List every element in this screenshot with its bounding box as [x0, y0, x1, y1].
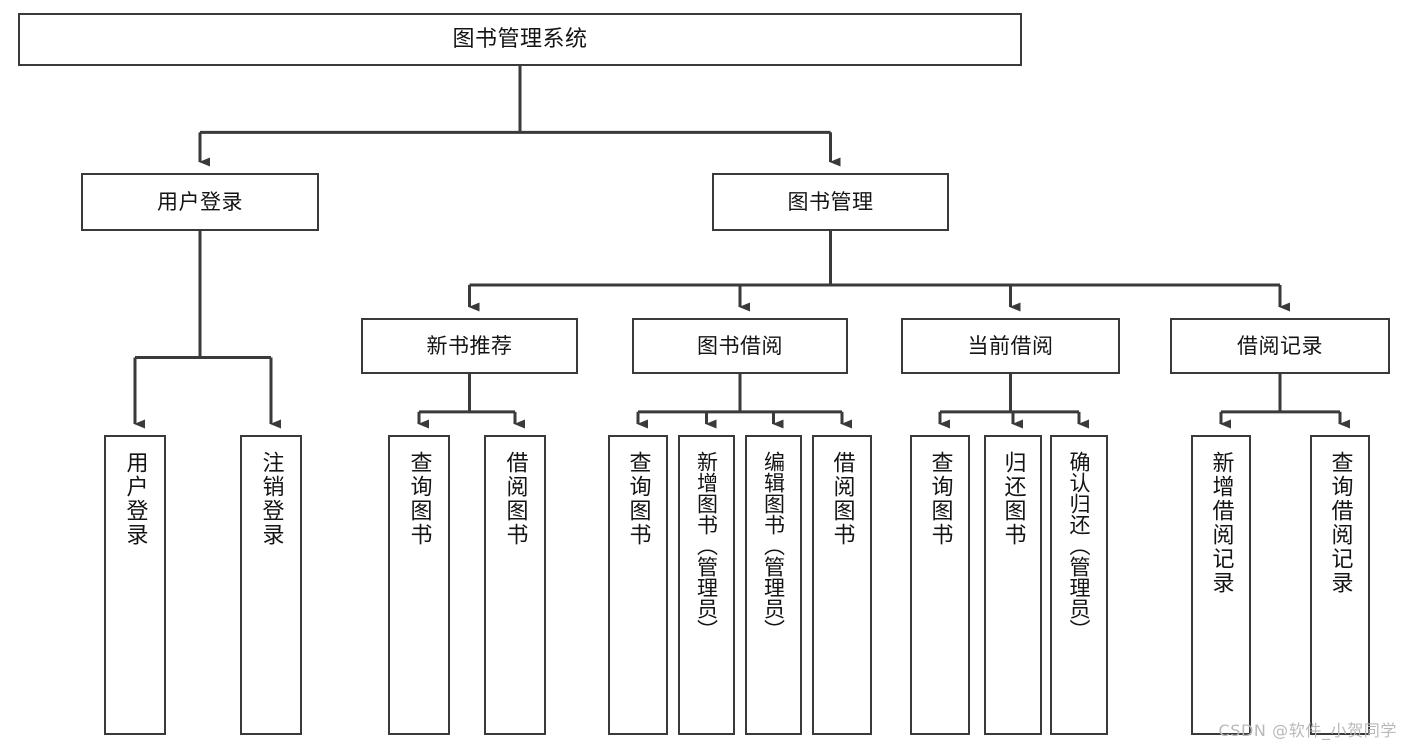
node-leaf-borrow-book-2[interactable]: 借阅图书	[812, 435, 872, 735]
node-leaf-user-logout-label: 注销登录	[258, 451, 284, 547]
node-leaf-add-book-admin[interactable]: 新增图书（管理员）	[678, 435, 735, 735]
node-new-book-recommend-label: 新书推荐	[426, 333, 513, 358]
watermark: CSDN @软件_小贺同学	[1218, 721, 1397, 740]
node-leaf-add-borrow-record[interactable]: 新增借阅记录	[1191, 435, 1251, 735]
node-leaf-query-borrow-record[interactable]: 查询借阅记录	[1310, 435, 1370, 735]
node-leaf-edit-book-admin-label: 编辑图书（管理员）	[761, 451, 786, 640]
node-leaf-return-book[interactable]: 归还图书	[984, 435, 1042, 735]
node-current-borrow-label: 当前借阅	[967, 333, 1054, 358]
node-leaf-user-login[interactable]: 用户登录	[104, 435, 166, 735]
node-borrow-record-label: 借阅记录	[1237, 333, 1323, 358]
node-leaf-query-book-2-label: 查询图书	[625, 451, 651, 547]
node-user-login-label: 用户登录	[157, 189, 243, 214]
node-leaf-confirm-return-admin-label: 确认归还（管理员）	[1067, 451, 1092, 640]
node-leaf-borrow-book-1[interactable]: 借阅图书	[484, 435, 546, 735]
node-leaf-user-login-label: 用户登录	[122, 451, 148, 547]
node-leaf-borrow-book-1-label: 借阅图书	[502, 451, 528, 547]
node-user-login[interactable]: 用户登录	[81, 173, 319, 231]
node-leaf-query-book-1-label: 查询图书	[406, 451, 432, 547]
node-root[interactable]: 图书管理系统	[18, 13, 1022, 66]
node-leaf-query-borrow-record-label: 查询借阅记录	[1327, 451, 1353, 595]
node-leaf-query-book-2[interactable]: 查询图书	[608, 435, 668, 735]
node-borrow-record[interactable]: 借阅记录	[1170, 318, 1390, 374]
node-leaf-borrow-book-2-label: 借阅图书	[829, 451, 855, 547]
node-book-management[interactable]: 图书管理	[712, 173, 949, 231]
node-leaf-add-borrow-record-label: 新增借阅记录	[1208, 451, 1234, 595]
node-leaf-return-book-label: 归还图书	[1000, 451, 1026, 547]
node-leaf-query-book-3[interactable]: 查询图书	[910, 435, 970, 735]
node-leaf-user-logout[interactable]: 注销登录	[240, 435, 302, 735]
node-leaf-edit-book-admin[interactable]: 编辑图书（管理员）	[745, 435, 802, 735]
node-leaf-query-book-3-label: 查询图书	[927, 451, 953, 547]
node-leaf-confirm-return-admin[interactable]: 确认归还（管理员）	[1050, 435, 1108, 735]
node-book-borrow[interactable]: 图书借阅	[632, 318, 848, 374]
node-leaf-query-book-1[interactable]: 查询图书	[388, 435, 450, 735]
node-leaf-add-book-admin-label: 新增图书（管理员）	[694, 451, 719, 640]
node-book-borrow-label: 图书借阅	[697, 333, 783, 358]
node-root-label: 图书管理系统	[452, 26, 588, 52]
node-current-borrow[interactable]: 当前借阅	[901, 318, 1120, 374]
node-new-book-recommend[interactable]: 新书推荐	[361, 318, 578, 374]
node-book-management-label: 图书管理	[787, 189, 874, 214]
